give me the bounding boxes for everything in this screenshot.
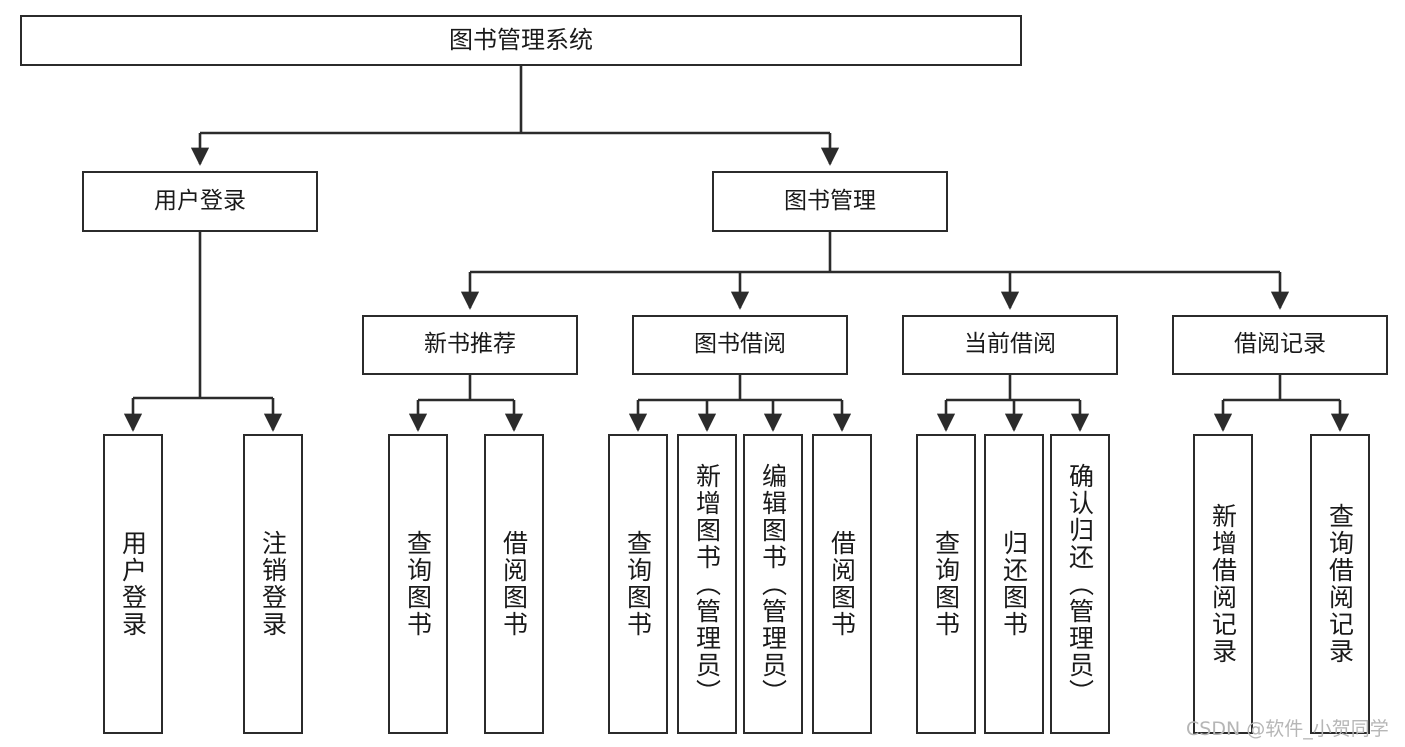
- node-leaf-confirm-return-admin[interactable]: 确认归还（管理员）: [1050, 434, 1110, 734]
- node-leaf-add-book-admin-label: 新增图书（管理员）: [692, 462, 722, 706]
- node-leaf-current-query-book-label: 查询图书: [931, 530, 961, 638]
- node-leaf-newbook-borrow-book-label: 借阅图书: [499, 530, 529, 638]
- node-book-management-label: 图书管理: [784, 187, 876, 214]
- node-leaf-logout-label: 注销登录: [258, 530, 288, 638]
- node-leaf-return-book-label: 归还图书: [999, 530, 1029, 638]
- node-leaf-return-book[interactable]: 归还图书: [984, 434, 1044, 734]
- node-book-borrow[interactable]: 图书借阅: [632, 315, 848, 375]
- node-leaf-user-login-label: 用户登录: [118, 530, 148, 638]
- node-leaf-borrow-query-book[interactable]: 查询图书: [608, 434, 668, 734]
- node-leaf-add-book-admin[interactable]: 新增图书（管理员）: [677, 434, 737, 734]
- node-leaf-borrow-book-label: 借阅图书: [827, 530, 857, 638]
- node-book-borrow-label: 图书借阅: [694, 331, 786, 358]
- node-leaf-edit-book-admin[interactable]: 编辑图书（管理员）: [743, 434, 803, 734]
- node-borrow-record-label: 借阅记录: [1234, 331, 1326, 358]
- node-leaf-logout[interactable]: 注销登录: [243, 434, 303, 734]
- node-leaf-newbook-query-book[interactable]: 查询图书: [388, 434, 448, 734]
- node-new-book-recommend-label: 新书推荐: [424, 331, 516, 358]
- node-leaf-confirm-return-admin-label: 确认归还（管理员）: [1065, 462, 1095, 706]
- node-new-book-recommend[interactable]: 新书推荐: [362, 315, 578, 375]
- node-user-login[interactable]: 用户登录: [82, 171, 318, 232]
- node-leaf-newbook-borrow-book[interactable]: 借阅图书: [484, 434, 544, 734]
- node-root-label: 图书管理系统: [449, 26, 593, 55]
- node-leaf-edit-book-admin-label: 编辑图书（管理员）: [758, 462, 788, 706]
- node-current-borrow-label: 当前借阅: [964, 331, 1056, 358]
- node-leaf-add-borrow-record[interactable]: 新增借阅记录: [1193, 434, 1253, 734]
- node-leaf-borrow-book[interactable]: 借阅图书: [812, 434, 872, 734]
- node-root-book-management-system[interactable]: 图书管理系统: [20, 15, 1022, 66]
- node-current-borrow[interactable]: 当前借阅: [902, 315, 1118, 375]
- node-leaf-newbook-query-book-label: 查询图书: [403, 530, 433, 638]
- node-leaf-current-query-book[interactable]: 查询图书: [916, 434, 976, 734]
- node-user-login-label: 用户登录: [154, 187, 246, 214]
- node-book-management[interactable]: 图书管理: [712, 171, 948, 232]
- node-leaf-query-borrow-record-label: 查询借阅记录: [1325, 503, 1355, 665]
- node-leaf-borrow-query-book-label: 查询图书: [623, 530, 653, 638]
- node-leaf-query-borrow-record[interactable]: 查询借阅记录: [1310, 434, 1370, 734]
- node-borrow-record[interactable]: 借阅记录: [1172, 315, 1388, 375]
- node-leaf-add-borrow-record-label: 新增借阅记录: [1208, 503, 1238, 665]
- node-leaf-user-login[interactable]: 用户登录: [103, 434, 163, 734]
